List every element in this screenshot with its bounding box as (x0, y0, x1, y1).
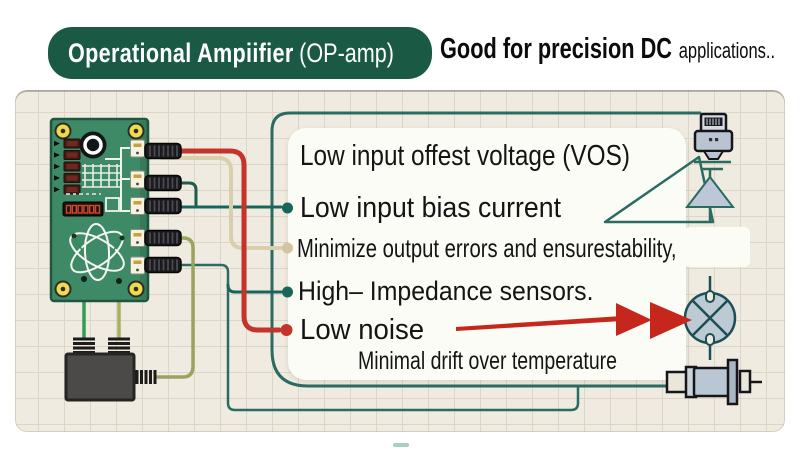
footer-mark (393, 443, 409, 447)
header-title-suffix: (OP-amp) (299, 37, 394, 68)
callout-panel-extension (684, 227, 750, 267)
header-title-bold: Operational Ampiifier (68, 37, 294, 68)
callout-low-noise: Low noise (300, 314, 425, 346)
header-badge: Operational Ampiifier(OP-amp) (48, 27, 432, 79)
header-title: Operational Ampiifier(OP-amp) (68, 38, 394, 69)
callout-bias-current: Low input bias current (300, 192, 562, 224)
callout-minimize-errors: Minimize output errors and ensurestabili… (297, 233, 677, 263)
callout-high-impedance: High– Impedance sensors. (298, 276, 594, 306)
tagline-main: Good for precision DC (440, 33, 673, 65)
callout-minimal-drift: Minimal drift over temperature (358, 347, 618, 375)
callout-offset-voltage: Low input offest voltage (VOS) (300, 140, 630, 172)
tagline-small: applications.. (678, 38, 776, 63)
